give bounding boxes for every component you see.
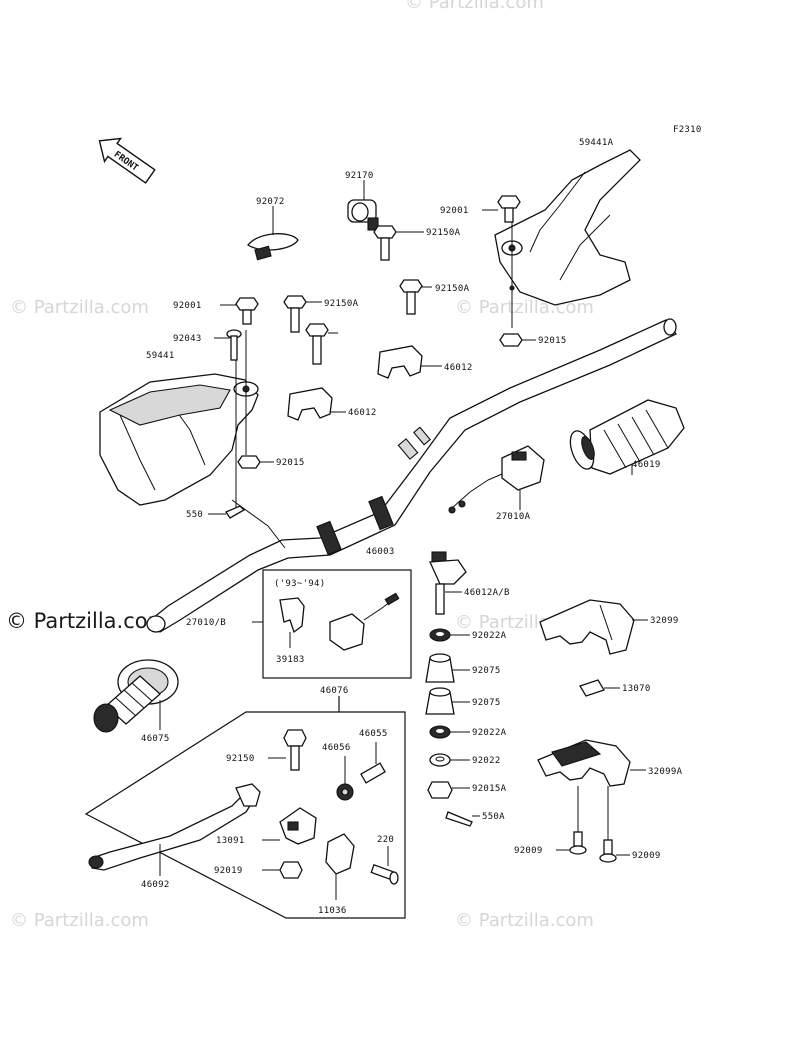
bolt-92009 [599, 839, 630, 863]
part-label-92075: 92075 [472, 698, 501, 708]
clamp-92170 [347, 180, 379, 231]
part-label-92015: 92015 [538, 336, 567, 346]
holder-46012 [377, 345, 442, 379]
strap-92072 [247, 206, 299, 261]
part-label-92001: 92001 [440, 206, 469, 216]
part-label-220: 220 [377, 835, 394, 845]
washer-92022A [429, 725, 470, 739]
bolt-92150A [283, 295, 322, 333]
grip-46019 [569, 399, 685, 475]
part-label-13091: 13091 [216, 836, 245, 846]
handlebar-46003 [146, 318, 677, 633]
pin-92043 [214, 329, 242, 361]
plate-13070 [579, 679, 620, 697]
part-label-13070: 13070 [622, 684, 651, 694]
nut-92015 [499, 333, 536, 347]
part-label-46055: 46055 [359, 729, 388, 739]
bolt-92150A [373, 225, 424, 261]
part-label-46075: 46075 [141, 734, 170, 744]
part-label-92009: 92009 [632, 851, 661, 861]
cover-32099 [539, 599, 648, 655]
part-label-92022: 92022 [472, 756, 501, 766]
part-label-92009: 92009 [514, 846, 543, 856]
inset-93-94 [252, 569, 412, 679]
part-label-27010A: 27010A [496, 512, 531, 522]
part-label-92043: 92043 [173, 334, 202, 344]
part-label-27010B: 27010/B [186, 618, 226, 628]
part-label-59441: 59441 [146, 351, 175, 361]
watermark: © Partzilla.com [455, 910, 594, 931]
holder-46012AB [429, 551, 467, 615]
holder-46012 [287, 387, 346, 421]
bolt-92001 [220, 297, 259, 325]
part-label-92015: 92015 [276, 458, 305, 468]
handguard-59441 [99, 330, 259, 510]
part-label-46012: 46012 [444, 363, 473, 373]
bolt-92001 [482, 195, 521, 223]
lever-assembly-46076 [84, 696, 406, 919]
part-label-46012AB: 46012A/B [464, 588, 510, 598]
washer-92022 [429, 753, 470, 767]
damper-92075 [425, 653, 470, 683]
bolt-92150A [305, 323, 338, 365]
part-label-92001: 92001 [173, 301, 202, 311]
part-label-92019: 92019 [214, 866, 243, 876]
nut-92015 [237, 455, 274, 469]
part-label-46092: 46092 [141, 880, 170, 890]
grip-46075 [93, 659, 179, 733]
watermark-layer: © Partzilla.com © Partzilla.com © Partzi… [6, 0, 594, 931]
part-label-92075: 92075 [472, 666, 501, 676]
part-label-92150: 92150 [226, 754, 255, 764]
part-label-46012: 46012 [348, 408, 377, 418]
part-labels: 59441A 92170 92072 92001 92150A 92150A 9… [141, 138, 683, 916]
handguard-59441A [494, 149, 641, 328]
bolt-92009 [556, 831, 587, 855]
watermark: © Partzilla.com [6, 609, 168, 633]
bolt-92150A [399, 279, 432, 315]
cotter-pin-550 [208, 505, 246, 519]
part-label-59441A: 59441A [579, 138, 614, 148]
front-arrow-icon: FRONT [98, 137, 156, 184]
part-label-32099: 32099 [650, 616, 679, 626]
watermark: © Partzilla.com [405, 0, 544, 13]
part-label-550A: 550A [482, 812, 505, 822]
part-label-92072: 92072 [256, 197, 285, 207]
part-label-46076: 46076 [320, 686, 349, 696]
part-label-32099A: 32099A [648, 767, 683, 777]
nut-92015A [427, 781, 470, 799]
part-label-46003: 46003 [366, 547, 395, 557]
part-label-92170: 92170 [345, 171, 374, 181]
part-label-92150A: 92150A [435, 284, 470, 294]
part-label-11036: 11036 [318, 906, 347, 916]
part-label-550: 550 [186, 510, 203, 520]
cover-32099A [537, 739, 646, 840]
inset-years-label: ('93~'94) [274, 579, 325, 589]
cotter-pin-550A [445, 811, 480, 827]
part-label-92022A: 92022A [472, 728, 507, 738]
part-label-46019: 46019 [632, 460, 661, 470]
watermark: © Partzilla.com [10, 297, 149, 318]
damper-92075 [425, 687, 470, 715]
part-label-92015A: 92015A [472, 784, 507, 794]
watermark: © Partzilla.com [10, 910, 149, 931]
figure-code: F2310 [673, 125, 702, 135]
switch-27010A [448, 445, 545, 514]
washer-92022A [429, 628, 470, 642]
part-label-39183: 39183 [276, 655, 305, 665]
part-label-46056: 46056 [322, 743, 351, 753]
part-label-92150A: 92150A [426, 228, 461, 238]
part-label-92150A: 92150A [324, 299, 359, 309]
part-label-92022A: 92022A [472, 631, 507, 641]
